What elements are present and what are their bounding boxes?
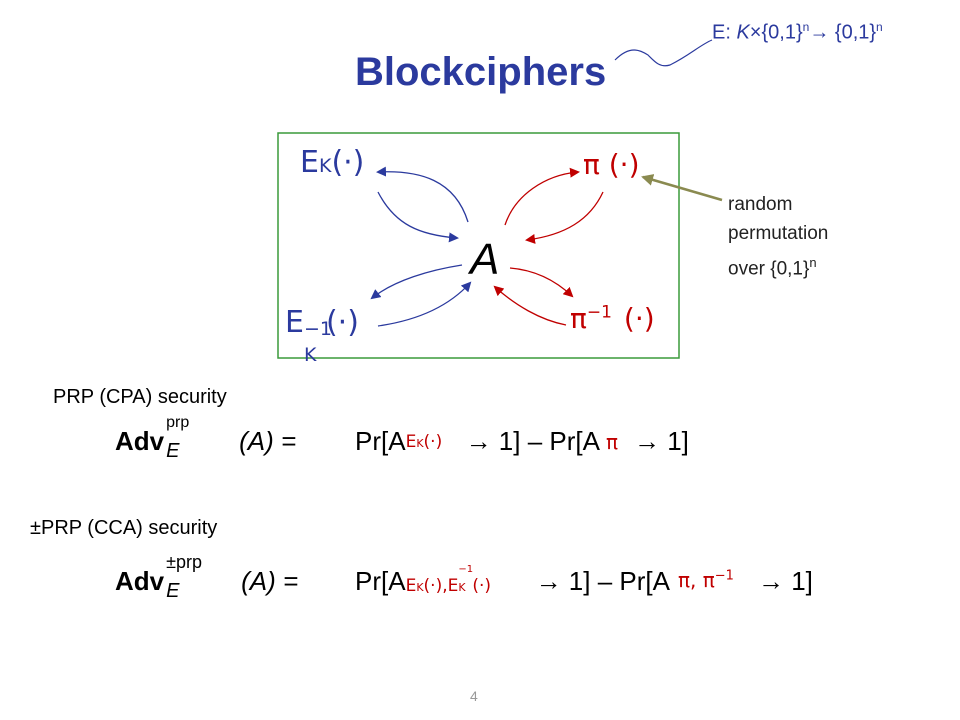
- ek-sub: K: [318, 155, 332, 177]
- page-number: 4: [470, 688, 478, 704]
- cca-oracle2-sup: −1: [714, 568, 734, 584]
- arrow-piinv-to-a: [493, 285, 567, 326]
- rp-line3: over {0,1}: [728, 258, 810, 280]
- cca-sup: ±prp: [166, 552, 203, 572]
- cca-arg: (A) =: [241, 566, 299, 596]
- sig-n1: n: [802, 20, 810, 34]
- arrow-a-to-piinv: [509, 267, 574, 298]
- sig-arrow: → {0,1}: [809, 21, 877, 44]
- ek-e: E: [300, 145, 319, 180]
- prp-oracle2: π: [605, 430, 619, 454]
- arrow-pi-to-a: [525, 191, 604, 244]
- piinv-label: π−1 (·): [570, 302, 655, 335]
- sig-prefix: E:: [712, 21, 737, 44]
- cca-oracle1-args2: (·): [472, 576, 492, 596]
- piinv-sup: −1: [586, 302, 612, 323]
- arrow-ek-to-a: [377, 191, 459, 243]
- prp-arg: (A) =: [239, 426, 297, 456]
- cca-adv: Adv: [115, 566, 165, 596]
- arrow-a-to-ek: [376, 166, 469, 223]
- piinv-args: (·): [623, 302, 655, 335]
- prp-pr1: Pr[A: [355, 426, 406, 456]
- rp-sup: n: [809, 255, 817, 270]
- sig-n2: n: [876, 20, 883, 34]
- prp-sub: E: [166, 440, 180, 462]
- random-permutation-note: random permutation over {0,1}n: [728, 190, 928, 283]
- cca-end: → 1]: [757, 566, 813, 596]
- prp-security-label: PRP (CPA) security: [53, 386, 227, 408]
- prp-oracle1-args: (·): [423, 432, 443, 452]
- prp-oracle1-sub: K: [416, 437, 424, 450]
- prp-sup: prp: [166, 414, 190, 431]
- sig-keyspace: K: [736, 21, 750, 44]
- pi-label: π (·): [583, 148, 640, 181]
- cca-oracle1-sup2: −1: [458, 564, 474, 575]
- prp-mid: → 1] – Pr[A: [465, 426, 600, 456]
- random-permutation-arrow: [641, 174, 723, 202]
- arrow-a-to-ekinv: [370, 264, 463, 300]
- cca-sub: E: [166, 580, 180, 602]
- cca-oracle1-sub2: K: [458, 581, 466, 594]
- cca-oracle2: π, π: [677, 568, 715, 592]
- arrow-ekinv-to-a: [377, 281, 472, 327]
- cca-oracle1-args: (·),E: [423, 576, 459, 596]
- ekinv-sup: −1: [303, 318, 332, 340]
- ek-label: EK(·): [300, 145, 364, 180]
- ek-args: (·): [331, 145, 365, 180]
- oracle-box: [277, 132, 680, 359]
- ekinv-e: E: [285, 305, 304, 340]
- slide-title: Blockciphers: [355, 50, 607, 94]
- cca-oracle1-sub: K: [416, 581, 424, 594]
- piinv-pi: π: [570, 302, 587, 335]
- ekinv-args: (·): [325, 305, 359, 340]
- ekinv-sub: K: [303, 344, 317, 366]
- cca-oracle1: E: [405, 576, 417, 596]
- rp-line1: random: [728, 194, 793, 215]
- arrow-a-to-pi: [504, 167, 580, 226]
- blockcipher-signature: E: K×{0,1}n→ {0,1}n: [712, 20, 883, 45]
- adversary-label: A: [470, 235, 500, 284]
- cca-security-label: ±PRP (CCA) security: [30, 517, 218, 539]
- prp-end: → 1]: [633, 426, 689, 456]
- cca-mid: → 1] – Pr[A: [535, 566, 670, 596]
- prp-adv: Adv: [115, 426, 165, 456]
- signature-connector: [614, 39, 713, 67]
- sig-times: ×{0,1}: [749, 21, 803, 44]
- prp-oracle1: E: [405, 432, 417, 452]
- cca-pr1: Pr[A: [355, 566, 406, 596]
- rp-line2: permutation: [728, 223, 829, 244]
